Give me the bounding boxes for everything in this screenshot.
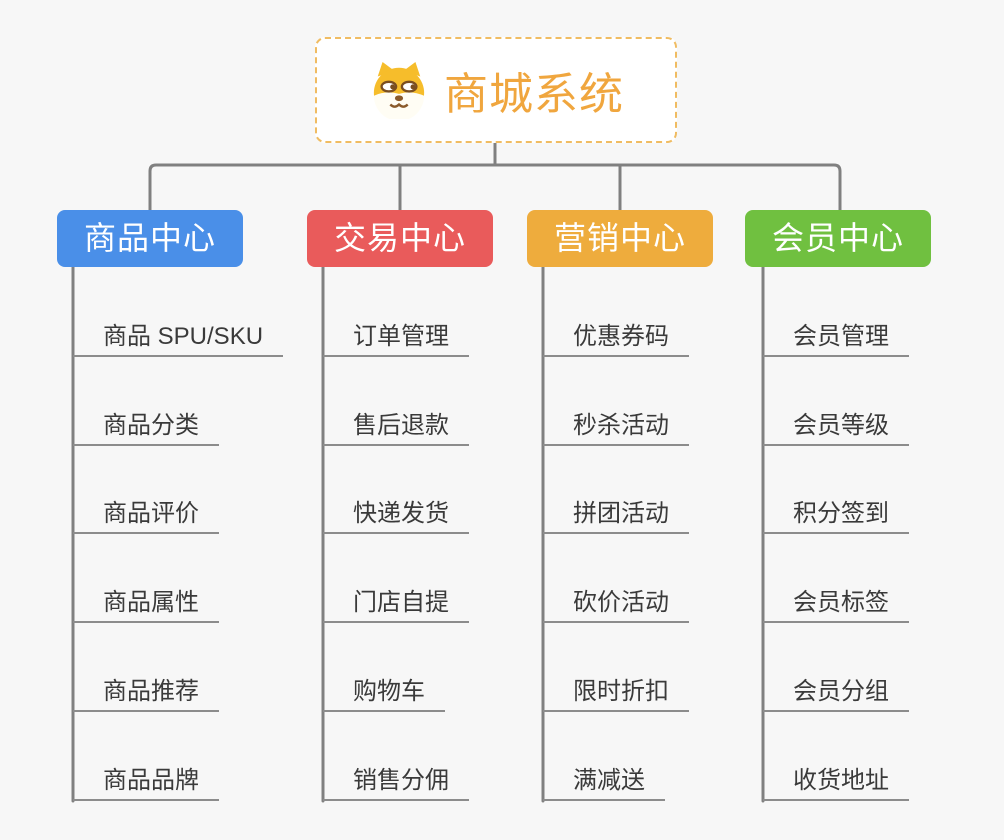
branch-trade-center[interactable]: 交易中心 <box>307 210 493 267</box>
leaf-item[interactable]: 优惠券码 <box>543 319 689 357</box>
leaf-item[interactable]: 会员分组 <box>763 674 909 712</box>
leaf-item[interactable]: 限时折扣 <box>543 674 689 712</box>
leaf-item[interactable]: 商品属性 <box>73 585 219 623</box>
leaf-item[interactable]: 秒杀活动 <box>543 408 689 446</box>
leaf-item[interactable]: 拼团活动 <box>543 496 689 534</box>
leaf-item[interactable]: 快递发货 <box>323 496 469 534</box>
branch-rail <box>148 163 842 212</box>
root-node[interactable]: 商城系统 <box>315 37 677 143</box>
leaf-item[interactable]: 售后退款 <box>323 408 469 446</box>
branch-marketing-center[interactable]: 营销中心 <box>527 210 713 267</box>
leaf-item[interactable]: 商品分类 <box>73 408 219 446</box>
branch-member-center[interactable]: 会员中心 <box>745 210 931 267</box>
shiba-dog-icon <box>368 61 430 121</box>
leaf-item[interactable]: 销售分佣 <box>323 763 469 801</box>
leaf-item[interactable]: 订单管理 <box>323 319 469 357</box>
leaf-item[interactable]: 商品推荐 <box>73 674 219 712</box>
leaf-item[interactable]: 商品评价 <box>73 496 219 534</box>
leaf-item[interactable]: 商品 SPU/SKU <box>73 319 284 357</box>
leaf-item[interactable]: 收货地址 <box>763 763 909 801</box>
branch-product-center[interactable]: 商品中心 <box>57 210 243 267</box>
leaf-item[interactable]: 积分签到 <box>763 496 909 534</box>
leaf-item[interactable]: 会员管理 <box>763 319 909 357</box>
leaf-item[interactable]: 购物车 <box>323 674 445 712</box>
leaf-item[interactable]: 砍价活动 <box>543 585 689 623</box>
leaf-item[interactable]: 商品品牌 <box>73 763 219 801</box>
leaf-item[interactable]: 满减送 <box>543 763 665 801</box>
leaf-item[interactable]: 门店自提 <box>323 585 469 623</box>
root-title: 商城系统 <box>444 70 624 119</box>
leaf-item[interactable]: 会员等级 <box>763 408 909 446</box>
leaf-item[interactable]: 会员标签 <box>763 585 909 623</box>
